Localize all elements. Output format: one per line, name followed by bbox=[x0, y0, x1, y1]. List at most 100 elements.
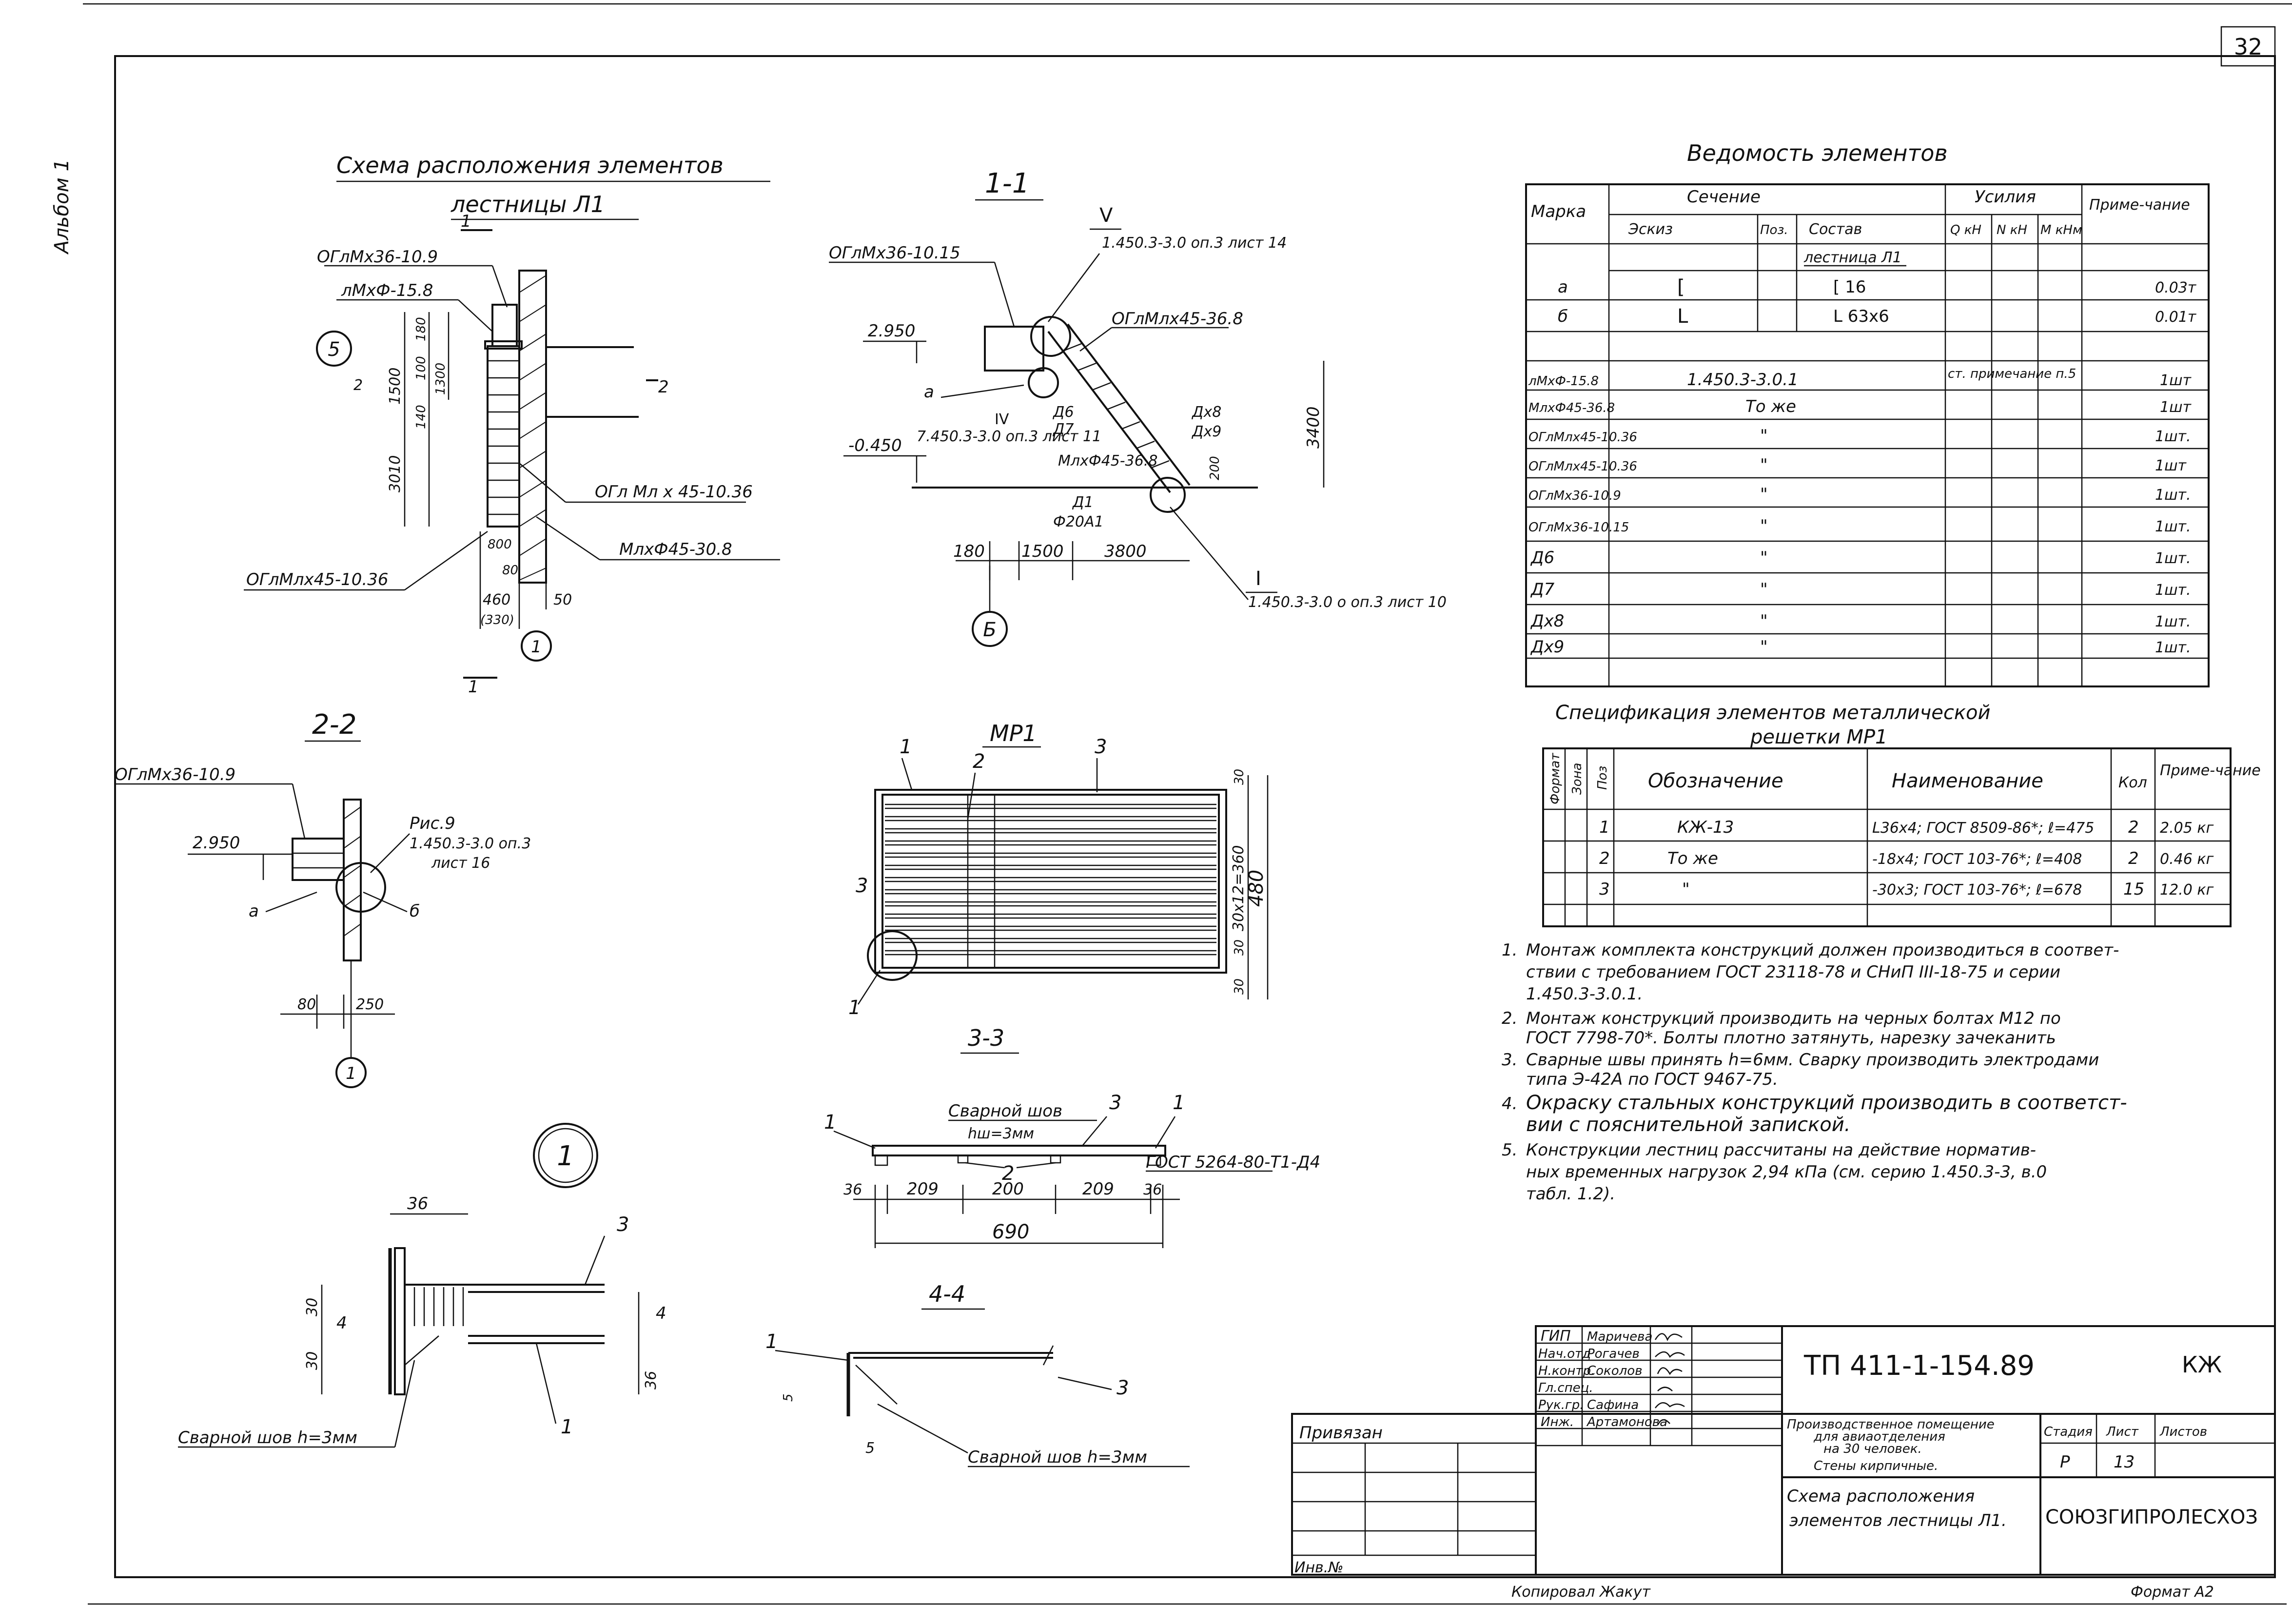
stamp-signatures bbox=[1654, 1333, 1685, 1426]
vedomost-head-poz: Поз. bbox=[1760, 223, 1788, 237]
mr1-mark-3-top: 3 bbox=[1095, 736, 1107, 758]
spec-row-1-poz: 1 bbox=[1599, 818, 1610, 837]
section-3-3-bar bbox=[872, 1145, 1166, 1156]
section-1-1-d7: Д7 bbox=[1052, 421, 1074, 438]
album-label: Альбом 1 bbox=[51, 159, 73, 255]
schema-mark-2: 2 bbox=[658, 377, 669, 397]
section-4-4-mark-3: 3 bbox=[1117, 1377, 1129, 1399]
section-1-1-roman-v: V bbox=[1099, 204, 1113, 227]
stamp-drawing-title-line1: Схема расположения bbox=[1787, 1487, 1975, 1506]
stamp-list: 13 bbox=[2114, 1452, 2135, 1472]
section-4-4: 4-4 1 3 5 5 Сварной шов h=3мм bbox=[765, 1281, 1190, 1467]
mr1-dim-30-top: 30 bbox=[1232, 769, 1247, 785]
spec-row-2-poz: 2 bbox=[1599, 849, 1610, 868]
stamp-stadia-head: Стадия bbox=[2044, 1425, 2093, 1439]
section-3-3-weld: Сварной шов bbox=[948, 1101, 1062, 1121]
section-3-3-mark-1-left: 1 bbox=[824, 1111, 836, 1134]
section-2-2-level: 2.950 bbox=[193, 833, 240, 853]
spec-head-kol: Кол bbox=[2118, 774, 2147, 791]
spec-row-2-kol: 2 bbox=[2128, 849, 2139, 868]
vedomost-row-b-prim: 0.01т bbox=[2155, 309, 2197, 326]
section-3-3-dim-200: 200 bbox=[992, 1179, 1024, 1199]
schema-title-line1: Схема расположения элементов bbox=[336, 152, 724, 178]
section-1-1-label-ref14: 1.450.3-3.0 оп.3 лист 14 bbox=[1102, 235, 1287, 252]
stamp-name-2: Соколов bbox=[1587, 1364, 1643, 1378]
stamp-stadia: Р bbox=[2060, 1452, 2070, 1472]
note-1-line2: ствии с требованием ГОСТ 23118-78 и СНиП… bbox=[1526, 962, 2060, 982]
section-2-2-axis: 1 bbox=[346, 1064, 356, 1083]
note-4-line2: вии с пояснительной запиской. bbox=[1526, 1114, 1850, 1136]
note-5-num: 5. bbox=[1502, 1140, 1517, 1160]
mr1-dim-30x12: 30x12=360 bbox=[1230, 845, 1247, 932]
schema-wall bbox=[518, 270, 547, 584]
note-4-num: 4. bbox=[1502, 1094, 1517, 1114]
section-1-1-d6: Д6 bbox=[1052, 404, 1074, 421]
detail-1-mark-4-right: 4 bbox=[656, 1304, 666, 1323]
section-3-3-dim-36-left: 36 bbox=[843, 1181, 862, 1198]
vedomost-row2-2-marka: ОГлМлх45-10.36 bbox=[1528, 430, 1637, 445]
stamp-object-line4: Стены кирпичные. bbox=[1814, 1459, 1938, 1473]
spec-row-2-prim: 0.46 кг bbox=[2160, 851, 2214, 868]
format-label: Формат А2 bbox=[2131, 1584, 2214, 1601]
section-2-2-a: а bbox=[249, 901, 259, 921]
section-1-1: 1-1 V 1.450.3-3.0 оп.3 лист 14 ОГлМх36-1… bbox=[829, 168, 1447, 647]
vedomost-head-n: N кН bbox=[1997, 223, 2027, 237]
vedomost-row2-1-marka: МлхФ45-36.8 bbox=[1528, 401, 1615, 415]
vedomost-row2-5-marka: ОГлМх36-10.15 bbox=[1528, 520, 1629, 535]
section-3-3-dim-209-a: 209 bbox=[907, 1179, 939, 1199]
schema-dim-140: 140 bbox=[414, 405, 429, 429]
spec-row-2-naim: -18х4; ГОСТ 103-76*; ℓ=408 bbox=[1872, 851, 2082, 868]
vedomost-row2-4-marka: ОГлМх36-10.9 bbox=[1528, 489, 1621, 503]
section-3-3-mark-1-right: 1 bbox=[1173, 1092, 1185, 1114]
vedomost-head-m: М кНм bbox=[2040, 223, 2082, 237]
spec-head-prim: Приме-чание bbox=[2160, 762, 2261, 779]
schema-dim-3010: 3010 bbox=[387, 455, 404, 492]
mr1-mark-2: 2 bbox=[973, 750, 985, 773]
vedomost-row2-7-sostav: " bbox=[1760, 580, 1768, 599]
schema-axis-bubble bbox=[316, 331, 352, 367]
section-1-1-label-ogl-10-15: ОГлМх36-10.15 bbox=[829, 243, 960, 263]
detail-1-circle bbox=[533, 1123, 598, 1188]
section-1-1-level-top: 2.950 bbox=[868, 321, 915, 341]
section-1-1-label-oglml-36-8: ОГлМлх45-36.8 bbox=[1112, 309, 1243, 329]
schema-label-oglml45-10-36-b: ОГлМлх45-10.36 bbox=[246, 570, 389, 589]
section-1-1-title: 1-1 bbox=[985, 168, 1029, 199]
vedomost-row2-0-sostav: 1.450.3-3.0.1 bbox=[1687, 370, 1799, 390]
section-3-3-mark-3: 3 bbox=[1109, 1092, 1121, 1114]
spec-row-1-naim: L36х4; ГОСТ 8509-86*; ℓ=475 bbox=[1872, 820, 2094, 837]
detail-1-mark-4-left: 4 bbox=[336, 1313, 347, 1333]
section-4-4-title: 4-4 bbox=[929, 1281, 965, 1307]
page-number-box bbox=[2220, 26, 2276, 67]
spec-title-line1: Спецификация элементов металлической bbox=[1555, 702, 1991, 724]
vedomost-head-sostav: Состав bbox=[1809, 221, 1862, 238]
mr1-frame bbox=[874, 789, 1227, 974]
stamp-object-line2: для авиаотделения bbox=[1813, 1429, 1945, 1444]
section-3-3-gost: ГОСТ 5264-80-Т1-Д4 bbox=[1146, 1153, 1320, 1172]
stamp-role-4: Рук.гр. bbox=[1538, 1398, 1584, 1412]
schema-cage-top bbox=[491, 304, 518, 347]
note-5-line1: Конструкции лестниц рассчитаны на действ… bbox=[1526, 1140, 2036, 1160]
detail-1-label: 1 bbox=[557, 1140, 574, 1172]
spec-row-1-obozn: КЖ-13 bbox=[1677, 818, 1734, 837]
vedomost-group-title: лестница Л1 bbox=[1803, 249, 1902, 266]
vedomost-row2-1-prim: 1шт bbox=[2160, 399, 2192, 416]
section-1-1-dim-1500: 1500 bbox=[1021, 542, 1064, 561]
section-1-1-axis: Б bbox=[983, 619, 996, 641]
vedomost-head-sechenie: Сечение bbox=[1687, 187, 1761, 207]
spec-head-zona: Зона bbox=[1570, 763, 1585, 795]
vedomost-row2-8-marka: Дх8 bbox=[1530, 611, 1564, 631]
detail-1-dim-36-top: 36 bbox=[407, 1194, 428, 1213]
section-2-2-list: лист 16 bbox=[431, 855, 490, 872]
vedomost-row2-6-prim: 1шт. bbox=[2155, 550, 2191, 567]
section-2-2-label-ogl: ОГлМх36-10.9 bbox=[115, 765, 235, 784]
schema-dim-1300: 1300 bbox=[433, 363, 448, 395]
vedomost-row-b-eskiz: L bbox=[1677, 305, 1688, 328]
stamp-drawing-title-line2: элементов лестницы Л1. bbox=[1789, 1511, 2007, 1530]
vedomost-row2-9-sostav: " bbox=[1760, 637, 1768, 657]
vedomost-row2-8-sostav: " bbox=[1760, 611, 1768, 631]
vedomost-row2-0-marka: лМхФ-15.8 bbox=[1528, 374, 1599, 389]
vedomost-row2-2-sostav: " bbox=[1760, 426, 1768, 446]
schema-dim-330: (330) bbox=[480, 613, 514, 627]
spec-row-3-poz: 3 bbox=[1599, 880, 1610, 899]
